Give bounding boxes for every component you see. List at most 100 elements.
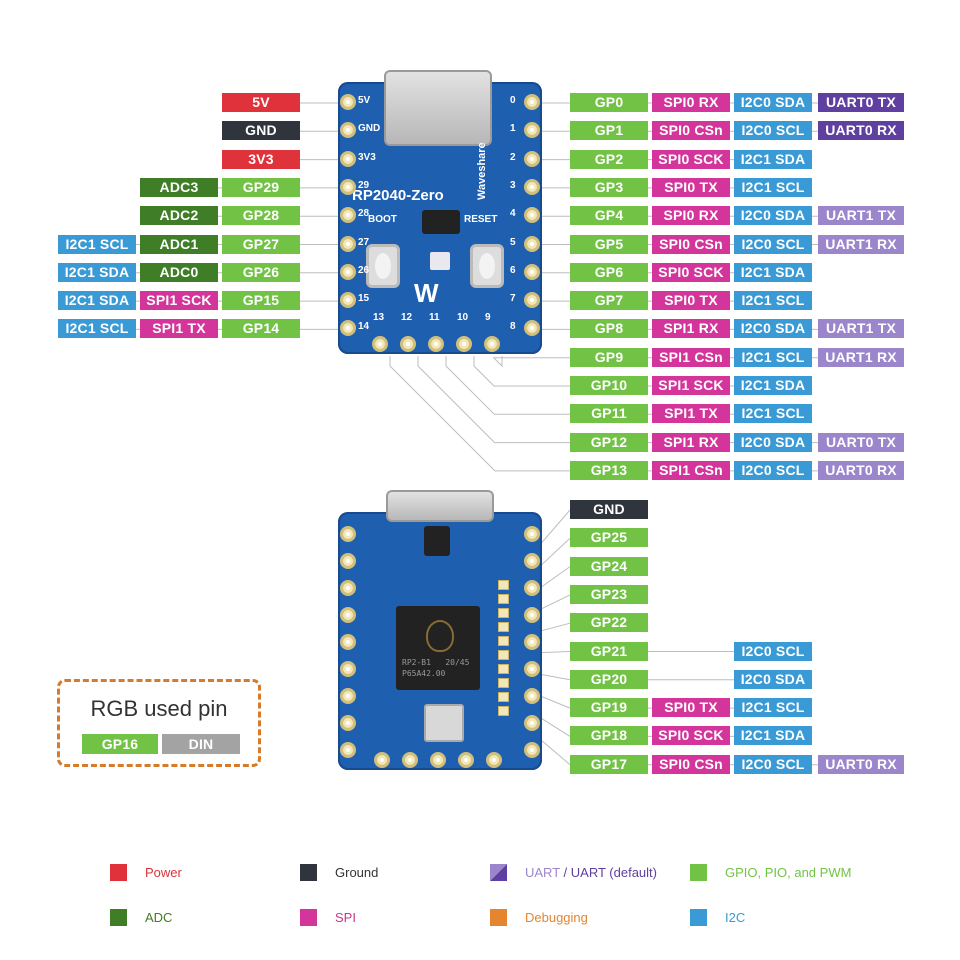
gpio-label: GP4 [570,206,648,226]
right-pad [524,94,540,110]
i2c-label: I2C0 SCL [734,121,812,141]
back-right-pad [524,688,540,704]
back-left-pad [340,634,356,650]
bottom-pin-line [445,356,570,415]
left-pin-number: 26 [358,264,370,276]
i2c-label: I2C1 SCL [734,177,812,197]
back-right-pad [524,715,540,731]
i2c-label: I2C0 SDA [734,206,812,226]
legend-swatch [690,864,707,881]
i2c-label: I2C0 SDA [734,432,812,452]
left-pin-label: I2C1 SCL [58,319,136,339]
left-pin-label: ADC0 [140,262,218,282]
i2c-label: I2C1 SCL [734,698,812,718]
spi-label: SPI1 CSn [652,460,730,480]
left-pin-label: I2C1 SCL [58,234,136,254]
gpio-label: GP3 [570,177,648,197]
left-pin-number: GND [358,123,381,135]
legend-label: I2C [725,910,746,925]
rgb-title: RGB used pin [90,696,228,721]
smd-pad [498,664,509,674]
back-left-pad [340,742,356,758]
spi-label: SPI1 RX [652,319,730,339]
spi-label: SPI0 TX [652,177,730,197]
right-pad [524,292,540,309]
back-left-pad [340,553,356,569]
smd-pad [498,608,509,618]
bottom-pin-number: 9 [485,312,491,323]
spi-label: SPI0 RX [652,93,730,112]
left-pin-label: 3V3 [222,149,300,169]
legend-swatch [110,909,127,926]
back-bottom-pad [402,752,418,768]
i2c-label: I2C1 SDA [734,726,812,746]
left-pin-label: ADC1 [140,234,218,254]
smd-pad [498,650,509,660]
back-right-pad [524,607,540,623]
gpio-label: GP2 [570,149,648,169]
gpio-label: GP7 [570,291,648,311]
i2c-label: I2C0 SCL [734,460,812,480]
back-gpio-label: GP22 [570,613,648,633]
spi-label: SPI1 RX [652,432,730,452]
i2c-label: I2C1 SDA [734,149,812,169]
legend-label: ADC [145,910,173,925]
rgb-gp-label: GP16 [82,734,158,754]
back-gpio-label: GP19 [570,698,648,718]
right-pin-number: 0 [510,95,516,106]
left-pin-label: GP29 [222,177,300,197]
i2c-label: I2C0 SCL [734,234,812,254]
back-bottom-pad [430,752,446,768]
bottom-pad [372,336,388,352]
left-pin-label: GP28 [222,206,300,226]
legend-swatch [490,909,507,926]
legend-label: UART / UART (default) [525,865,657,880]
left-pin-label: SPI1 TX [140,319,218,339]
right-pad [524,122,540,139]
legend-swatch [300,909,317,926]
flash-chip [422,210,460,234]
i2c-label: I2C0 SDA [734,93,812,112]
uart-label: UART0 TX [818,93,904,112]
spi-label: SPI0 SCK [652,149,730,169]
i2c-label: I2C1 SCL [734,291,812,311]
smd-pad [498,636,509,646]
uart-label: UART0 RX [818,121,904,141]
board-name: RP2040-Zero [352,187,444,204]
i2c-label: I2C1 SDA [734,262,812,282]
legend-label: SPI [335,910,356,925]
back-right-pad [524,742,540,758]
right-pad [524,235,540,252]
bottom-pad [456,336,472,352]
left-pin-number: 3V3 [358,151,376,163]
spi-label: SPI0 TX [652,698,730,718]
back-right-pad [524,661,540,677]
spi-label: SPI0 RX [652,206,730,226]
left-pin-label: GP14 [222,319,300,339]
left-pin-label: GP26 [222,262,300,282]
left-pin-number: 15 [358,293,370,305]
back-gpio-label: GND [570,500,648,519]
right-pad [524,178,540,195]
bottom-pin-line [389,356,570,472]
left-pad [340,94,356,110]
left-pin-number: 27 [358,236,370,248]
i2c-label: I2C0 SCL [734,754,812,774]
left-pin-number: 28 [358,208,370,220]
legend-label: GPIO, PIO, and PWM [725,865,852,880]
left-pin-label: 5V [222,93,300,112]
smd-pad [498,678,509,688]
legend-label: Ground [335,865,379,880]
waveshare-logo: W [414,278,439,308]
gpio-label: GP12 [570,432,648,452]
uart-label: UART1 TX [818,206,904,226]
uart-label: UART1 RX [818,234,904,254]
spi-label: SPI0 SCK [652,726,730,746]
gpio-label: GP5 [570,234,648,254]
brand-name: Waveshare [476,142,488,200]
smd-pad [498,580,509,590]
left-pad [340,320,356,337]
left-pad [340,122,356,139]
back-right-pad [524,580,540,596]
